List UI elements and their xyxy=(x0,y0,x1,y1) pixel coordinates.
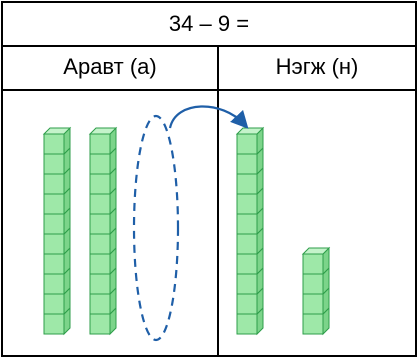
regrouped-tens-rod xyxy=(235,126,265,336)
unit-cubes-stack xyxy=(301,246,331,336)
unit-cube-face xyxy=(236,273,258,295)
rod-top-face xyxy=(301,247,331,255)
unit-cube-face xyxy=(43,253,65,275)
tens-column-header: Аравт (а) xyxy=(3,45,219,89)
ones-column-header: Нэгж (н) xyxy=(275,54,359,79)
equation-header: 34 – 9 = xyxy=(3,3,415,47)
unit-cube-face xyxy=(236,313,258,335)
unit-cube-face xyxy=(89,133,111,155)
unit-cube-face xyxy=(302,273,324,295)
unit-cube-face xyxy=(43,293,65,315)
rod-top-face xyxy=(235,127,265,135)
rod-top-face xyxy=(88,127,118,135)
unit-cube-face xyxy=(43,173,65,195)
unit-cube-face xyxy=(236,173,258,195)
unit-cube-face xyxy=(43,193,65,215)
unit-cube-face xyxy=(89,153,111,175)
rod-top-face xyxy=(42,127,72,135)
unit-cube-face xyxy=(236,233,258,255)
column-divider xyxy=(217,91,219,355)
unit-cube-face xyxy=(236,293,258,315)
tens-rod xyxy=(88,126,118,336)
unit-cube-face xyxy=(89,213,111,235)
unit-cube-face xyxy=(302,293,324,315)
unit-cube-face xyxy=(302,313,324,335)
unit-cube-face xyxy=(302,253,324,275)
unit-cube-face xyxy=(236,193,258,215)
unit-cube-face xyxy=(89,253,111,275)
unit-cube-face xyxy=(43,213,65,235)
unit-cube-face xyxy=(43,233,65,255)
regroup-dashed-outline xyxy=(132,114,180,342)
column-headers: Аравт (а) Нэгж (н) xyxy=(3,45,415,91)
tens-rod xyxy=(42,126,72,336)
unit-cube-face xyxy=(236,153,258,175)
unit-cube-face xyxy=(43,273,65,295)
regroup-arrow xyxy=(168,105,249,129)
unit-cube-face xyxy=(236,253,258,275)
unit-cube-face xyxy=(89,273,111,295)
unit-cube-face xyxy=(89,173,111,195)
unit-cube-face xyxy=(236,133,258,155)
unit-cube-face xyxy=(89,233,111,255)
unit-cube-face xyxy=(43,313,65,335)
unit-cube-face xyxy=(89,193,111,215)
unit-cube-face xyxy=(89,293,111,315)
unit-cube-face xyxy=(43,153,65,175)
unit-cube-face xyxy=(236,213,258,235)
unit-cube-face xyxy=(43,133,65,155)
place-value-table: 34 – 9 = Аравт (а) Нэгж (н) xyxy=(1,1,417,357)
unit-cube-face xyxy=(89,313,111,335)
